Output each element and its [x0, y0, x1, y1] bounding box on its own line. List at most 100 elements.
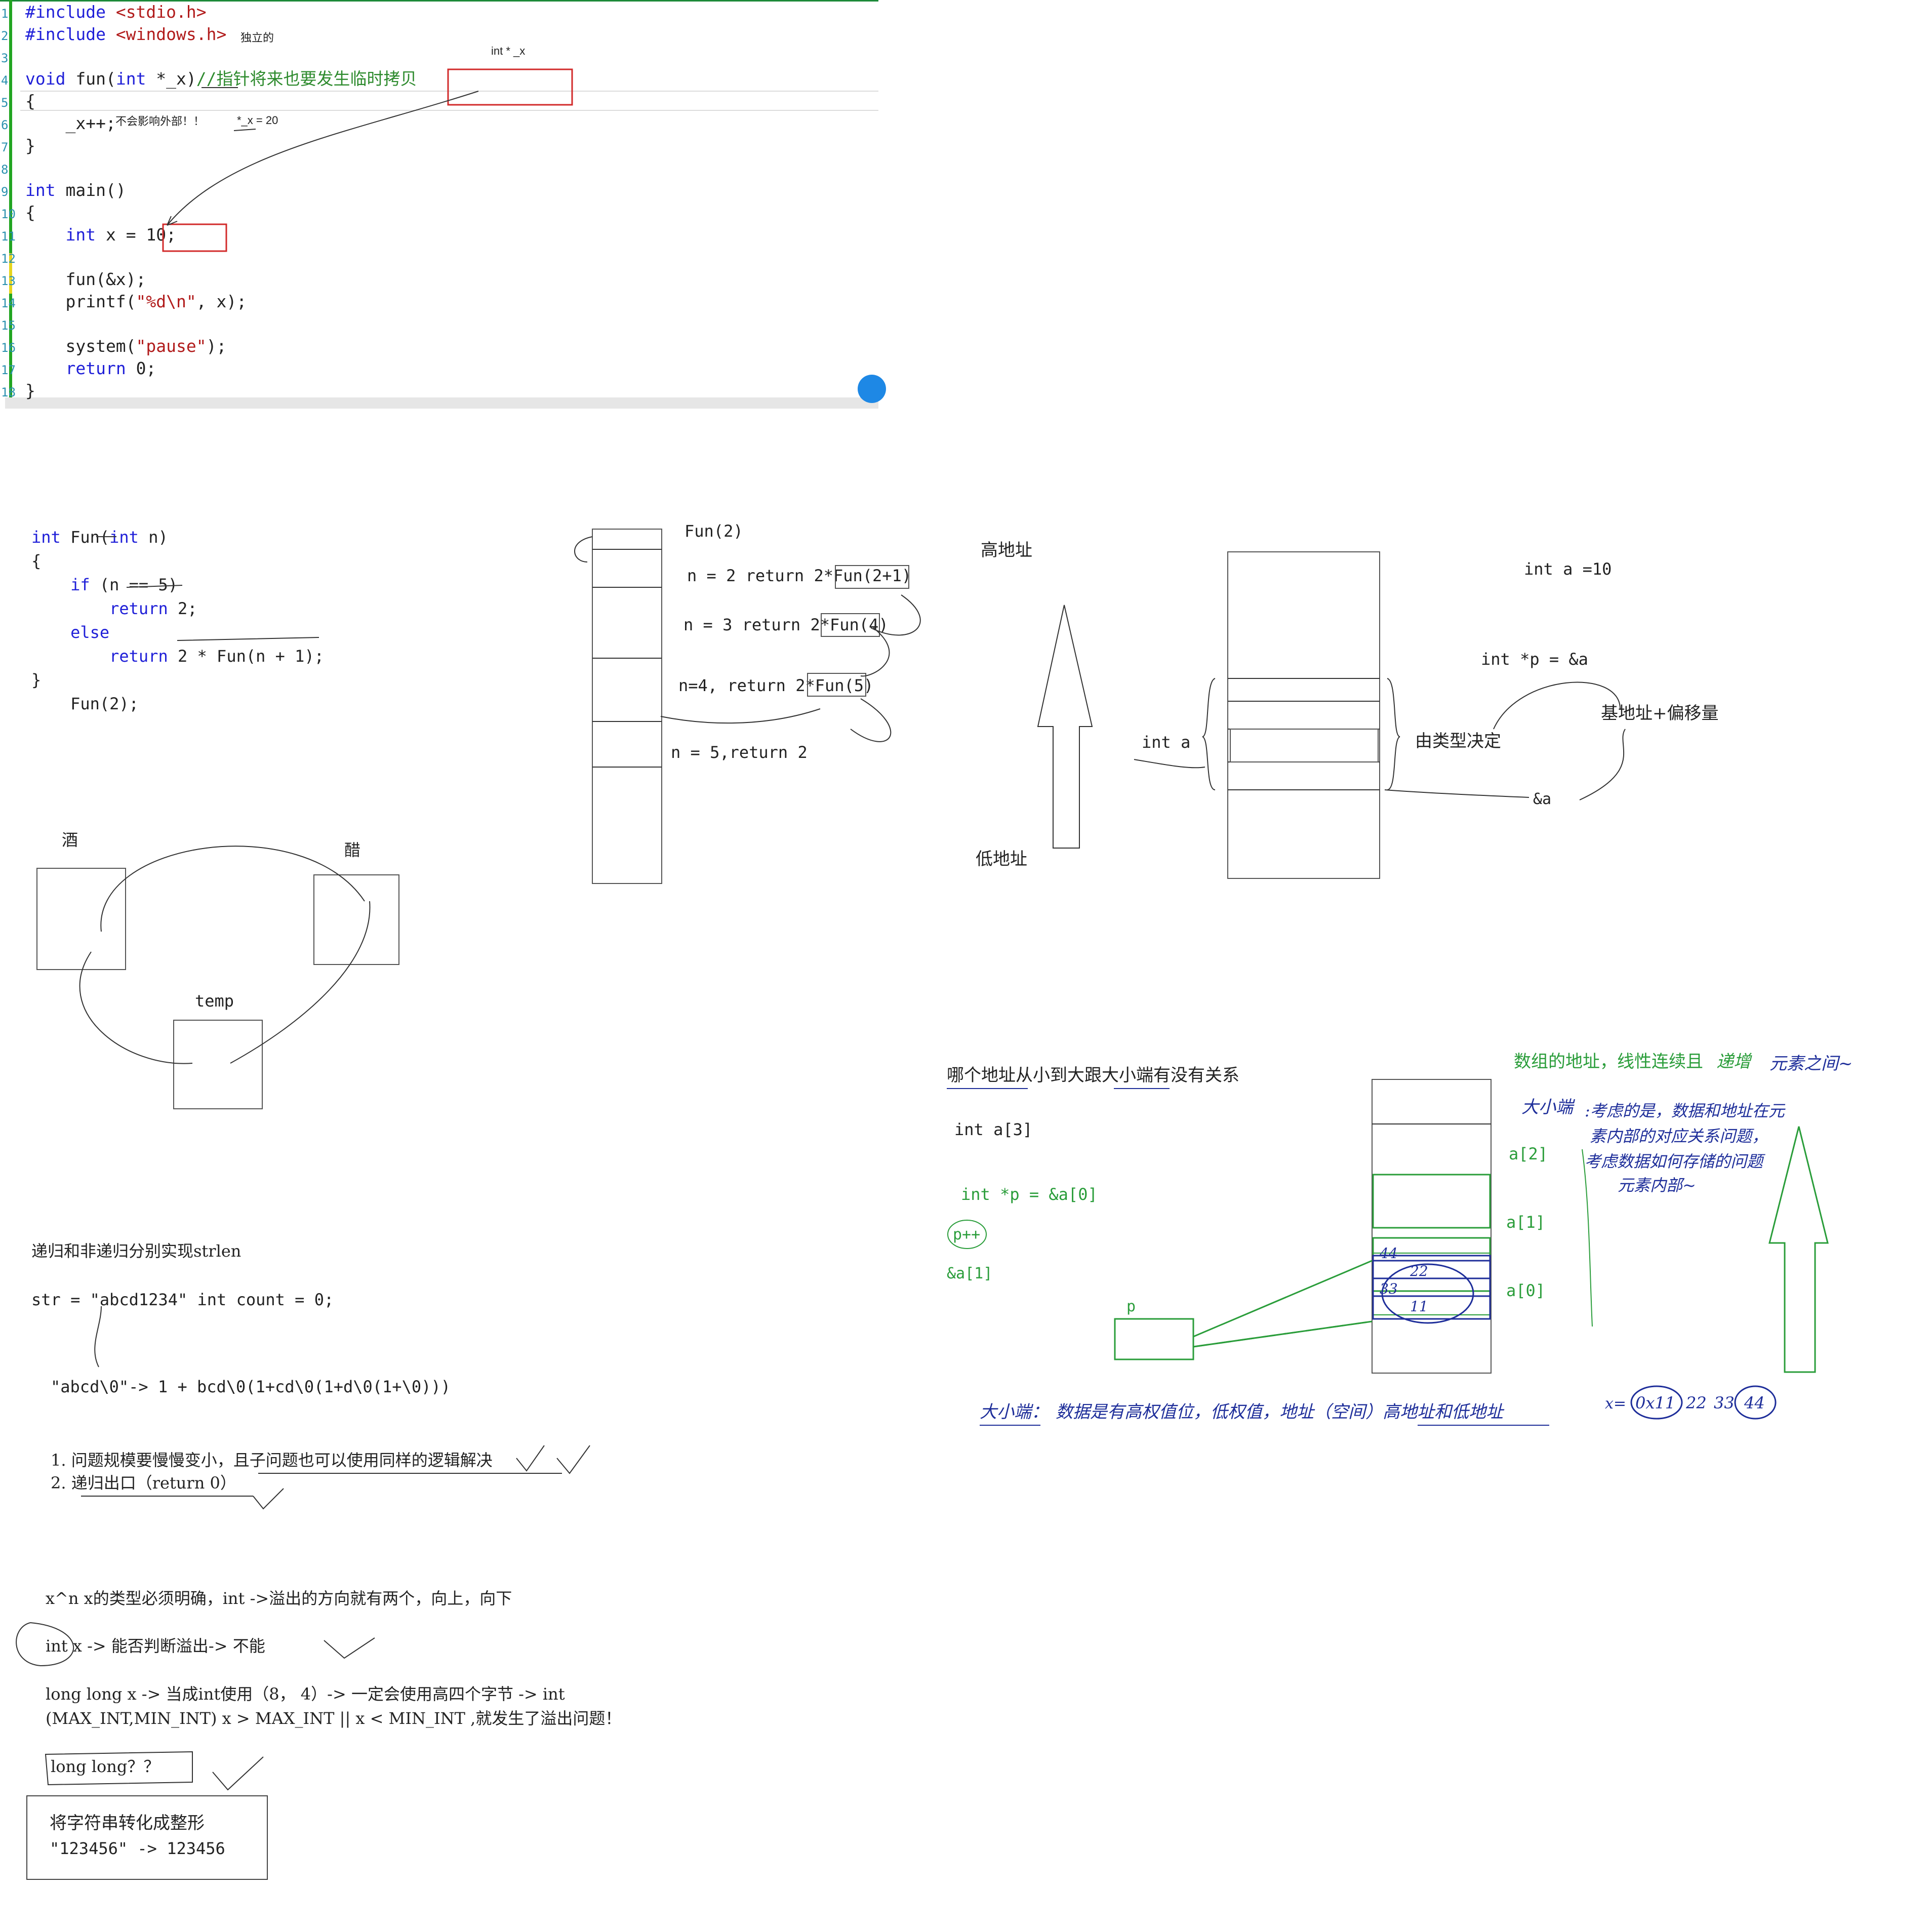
editor-code-line: int x = 10; — [25, 225, 176, 245]
memory-up-arrow — [1037, 605, 1093, 849]
editor-code-line: { — [25, 91, 35, 111]
line-number: 4 — [1, 73, 8, 88]
strlen-rule-2: 2. 递归出口（return 0） — [51, 1473, 236, 1493]
endian-note-stroke — [1582, 1149, 1593, 1327]
call-box-1 — [835, 565, 909, 589]
overflow-line-5: long long？？ — [51, 1757, 159, 1776]
strlen-rule-1: 1. 问题规模要慢慢变小，且子问题也可以使用同样的逻辑解决 — [51, 1451, 493, 1470]
recursion-code-token: (n == 5) — [90, 575, 178, 594]
memory-addr-curve — [1579, 729, 1626, 800]
pointer-arrowhead — [167, 216, 178, 226]
call-box-3 — [807, 673, 866, 697]
swap-right-label: 醋 — [344, 840, 360, 860]
recursion-code-line: Fun(2); — [31, 694, 139, 713]
stack-title: Fun(2) — [685, 521, 743, 541]
line-number: 18 — [1, 385, 16, 399]
endian-x-prefix: x= — [1605, 1395, 1626, 1413]
memory-high-label: 高地址 — [981, 540, 1032, 560]
endian-x-circle-low — [1734, 1385, 1777, 1420]
editor-code-token — [25, 225, 65, 245]
recursion-code-token: 2; — [168, 599, 197, 618]
recursion-code-line: { — [31, 551, 41, 571]
recursion-code-line: int Fun(int n) — [31, 528, 168, 547]
memory-base-offset: 基地址+偏移量 — [1601, 703, 1719, 723]
annotation-independent: 独立的 — [240, 31, 274, 44]
call-box-2 — [821, 613, 880, 637]
endian-bytes-box — [1372, 1255, 1491, 1320]
endian-cell-label: a[0] — [1506, 1281, 1545, 1300]
recursion-code-line: return 2; — [31, 599, 197, 618]
line-number: 1 — [1, 7, 8, 21]
endian-p-arrow — [1193, 1260, 1373, 1338]
endian-x-byte: 0x11 — [1635, 1393, 1675, 1413]
editor-code-line: fun(&x); — [25, 269, 146, 289]
recursion-code-token — [31, 647, 109, 666]
memory-addr-a: &a — [1533, 790, 1551, 808]
line-number: 8 — [1, 163, 8, 177]
editor-code-token: fun(&x); — [25, 269, 146, 289]
line-number: 11 — [1, 229, 16, 244]
line-number: 12 — [1, 252, 16, 266]
endian-x-byte: 44 — [1744, 1393, 1765, 1413]
annotation-deref: *_x = 20 — [237, 114, 278, 127]
editor-code-token: { — [25, 203, 35, 222]
swap-left-box — [36, 868, 126, 970]
editor-code-token: int — [25, 180, 56, 200]
line-number: 13 — [1, 274, 16, 288]
editor-code-token: "%d\n" — [136, 292, 196, 311]
swap-arrow-right — [230, 901, 371, 1064]
recursion-code-line: if (n == 5) — [31, 575, 178, 594]
editor-code-token: printf( — [25, 292, 136, 311]
memory-column — [1227, 551, 1380, 879]
editor-code-token — [25, 358, 65, 378]
overflow-check-2 — [212, 1756, 264, 1791]
endian-pp-circle — [947, 1220, 987, 1249]
line-number: 14 — [1, 296, 16, 310]
endian-bytes-circle — [1381, 1263, 1474, 1324]
recursion-code-line: } — [31, 670, 41, 690]
recursion-code-token: { — [31, 551, 41, 571]
endian-byte-value: 33 — [1380, 1280, 1398, 1297]
strlen-title: 递归和非递归分别实现strlen — [31, 1241, 241, 1261]
recursion-code-token: return — [109, 599, 168, 618]
pointer-box — [447, 68, 573, 106]
editor-code-token: , x); — [196, 292, 247, 311]
editor-code-line: #include <windows.h> — [25, 24, 226, 44]
endian-note-1: 数组的地址，线性连续且 — [1514, 1052, 1703, 1072]
strlen-checks — [253, 1445, 590, 1510]
swap-arrow-left — [79, 951, 193, 1064]
overflow-line-4: (MAX_INT,MIN_INT) x > MAX_INT || x < MIN… — [46, 1709, 621, 1728]
editor-code-token: fun( — [65, 69, 115, 89]
endian-pp: p++ — [953, 1226, 980, 1243]
recursion-underlines — [96, 536, 319, 641]
assistant-float-icon — [858, 375, 886, 403]
overflow-line-1: x^n x的类型必须明确，int ->溢出的方向就有两个，向上，向下 — [46, 1589, 512, 1608]
return-arrow — [660, 708, 821, 724]
memory-ptr-decl: int *p = &a — [1481, 650, 1588, 669]
overflow-task-box — [26, 1795, 268, 1880]
endian-up-arrow — [1768, 1126, 1829, 1373]
editor-scrollbar — [5, 397, 878, 409]
endian-a1: &a[1] — [947, 1265, 992, 1282]
editor-code-line: return 0; — [25, 358, 156, 378]
swap-temp-box — [173, 1020, 263, 1109]
recursion-code-line: return 2 * Fun(n + 1); — [31, 647, 324, 666]
editor-code-token: "pause" — [136, 336, 207, 356]
editor-code-token: #include — [25, 24, 106, 44]
editor-code-token: system( — [25, 336, 136, 356]
editor-change-gutter — [9, 0, 12, 400]
endian-x-byte: 22 — [1685, 1393, 1707, 1413]
stack-frame-label: n=4, return 2*Fun(5) — [678, 676, 873, 695]
overflow-task-line-2: "123456" -> 123456 — [50, 1839, 225, 1858]
overflow-line-3: long long x -> 当成int使用（8， 4）-> 一定会使用高四个字… — [46, 1684, 565, 1704]
endian-ptr: int *p = &a[0] — [961, 1185, 1098, 1204]
editor-code-line: } — [25, 136, 35, 155]
editor-code-line: _x++; — [25, 113, 116, 134]
strlen-underlines — [81, 1473, 562, 1497]
line-number: 5 — [1, 96, 8, 110]
swap-right-box — [313, 874, 399, 965]
line-number: 9 — [1, 185, 8, 199]
x-box — [162, 223, 227, 252]
endian-question: 哪个地址从小到大跟大小端有没有关系 — [947, 1065, 1239, 1085]
recursion-code-token: } — [31, 670, 41, 690]
